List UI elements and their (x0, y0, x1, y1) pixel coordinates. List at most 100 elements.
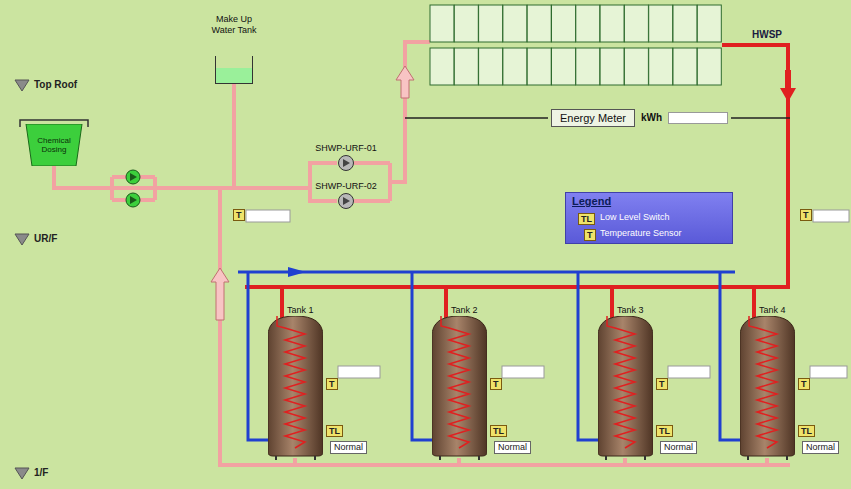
tank-outlet (765, 458, 769, 465)
tank-legs (276, 456, 315, 460)
legend-entry: Low Level Switch (600, 212, 670, 223)
pipe-connector (234, 84, 337, 188)
storage-tank-text: Tank 3 (593, 304, 658, 316)
solar-collector-panel (697, 48, 721, 85)
circulation-pump: SHWP-URF-01 (311, 143, 381, 172)
status-box: Normal (802, 441, 839, 454)
floor-marker (15, 234, 29, 245)
low-level-switch-text: TL (329, 426, 340, 436)
dosing-tank-body (26, 124, 82, 166)
hot-water-drop (444, 287, 448, 318)
pump-body (339, 156, 354, 171)
temperature-sensor: T (490, 378, 502, 390)
circulation-pump-text: SHWP-URF-01 (311, 143, 381, 154)
pipe-connector (54, 166, 337, 201)
hot-water-drop (752, 287, 756, 318)
readout-field (668, 366, 710, 378)
solar-collector-panel (576, 5, 600, 42)
hot-water-drop (610, 287, 614, 318)
temperature-sensor: T (656, 378, 668, 390)
temperature-sensor: T (233, 209, 245, 221)
flow-arrow (780, 70, 796, 102)
storage-tank: Tank 4 (735, 304, 800, 460)
pump-arrow (343, 159, 350, 167)
temperature-sensor-text: T (803, 210, 809, 220)
temperature-sensor-text: T (801, 379, 807, 389)
chemical-dosing-tank: Chemical Dosing (24, 124, 84, 166)
temperature-sensor: T (798, 378, 810, 390)
supply-pipe (354, 42, 430, 201)
legend-box: LegendLow Level SwitchTemperature Sensor… (565, 192, 733, 244)
energy-meter-text: Energy Meter (551, 109, 635, 127)
tank-shape (432, 316, 487, 460)
heating-coil (441, 316, 469, 448)
tank-body (268, 316, 323, 456)
dosing-pump (126, 170, 140, 184)
status-box-text: Normal (334, 442, 363, 453)
temperature-sensor-text: T (493, 379, 499, 389)
low-level-switch: TL (798, 425, 815, 437)
heating-coil (749, 316, 777, 448)
pump-arrow (343, 197, 350, 205)
storage-tank-text: Tank 1 (263, 304, 328, 316)
solar-collector-panel (624, 48, 648, 85)
pump-body (339, 194, 354, 209)
solar-collector-panel (527, 5, 551, 42)
chemical-dosing-tank-text: Chemical Dosing (32, 136, 76, 154)
solar-collector-panel (649, 48, 673, 85)
tank-shape (215, 56, 253, 84)
pump-symbol (337, 154, 355, 172)
heating-coil (607, 316, 635, 448)
solar-collector-panel (479, 5, 503, 42)
tank-outlet (623, 458, 627, 465)
tank-legs (440, 456, 479, 460)
pipe-label: HWSP (752, 29, 782, 41)
temperature-sensor: T (800, 209, 812, 221)
tank-legs (606, 456, 645, 460)
floor-marker (15, 80, 29, 91)
solar-collector-panel (673, 48, 697, 85)
storage-tank: Tank 3 (593, 304, 658, 460)
flow-arrow (211, 268, 229, 320)
tank-body (740, 316, 795, 456)
energy-meter: Energy Meter kWh (548, 109, 731, 127)
temperature-sensor-text: T (659, 379, 665, 389)
cold-water-pipe (238, 271, 735, 274)
readout-field (338, 366, 380, 378)
floor-label: 1/F (34, 467, 48, 479)
pipe-connector (54, 163, 337, 188)
temperature-sensor-text: T (236, 210, 242, 220)
temperature-sensor: T (326, 378, 338, 390)
unit-label: kWh (641, 112, 662, 124)
solar-collector-panel (479, 48, 503, 85)
tank-legs (748, 456, 787, 460)
solar-collector-panel (600, 48, 624, 85)
floor-label: UR/F (34, 233, 57, 245)
solar-collector-panel (454, 5, 478, 42)
status-box-text: Normal (664, 442, 693, 453)
pump-arrow (130, 173, 137, 181)
low-level-switch-text: TL (801, 426, 812, 436)
solar-collector-panel (600, 5, 624, 42)
readout-field (668, 112, 728, 124)
cold-water-drop (248, 272, 268, 440)
legend-entry: Temperature Sensor (600, 228, 682, 239)
floor-marker (15, 468, 29, 479)
solar-collector-panel (454, 48, 478, 85)
pump-symbol (337, 192, 355, 210)
status-box: Normal (660, 441, 697, 454)
legend-sample: T (584, 229, 596, 241)
tank-outlet (293, 458, 297, 465)
solar-collector-panel (552, 5, 576, 42)
status-box: Normal (494, 441, 531, 454)
status-box: Normal (330, 441, 367, 454)
flow-arrow (288, 267, 306, 277)
solar-collector-panel (673, 5, 697, 42)
solar-collector-panel (503, 5, 527, 42)
temperature-sensor-text: T (329, 379, 335, 389)
solar-collector-panel (624, 5, 648, 42)
hot-water-drop (280, 287, 284, 318)
tank-shape (268, 316, 323, 460)
